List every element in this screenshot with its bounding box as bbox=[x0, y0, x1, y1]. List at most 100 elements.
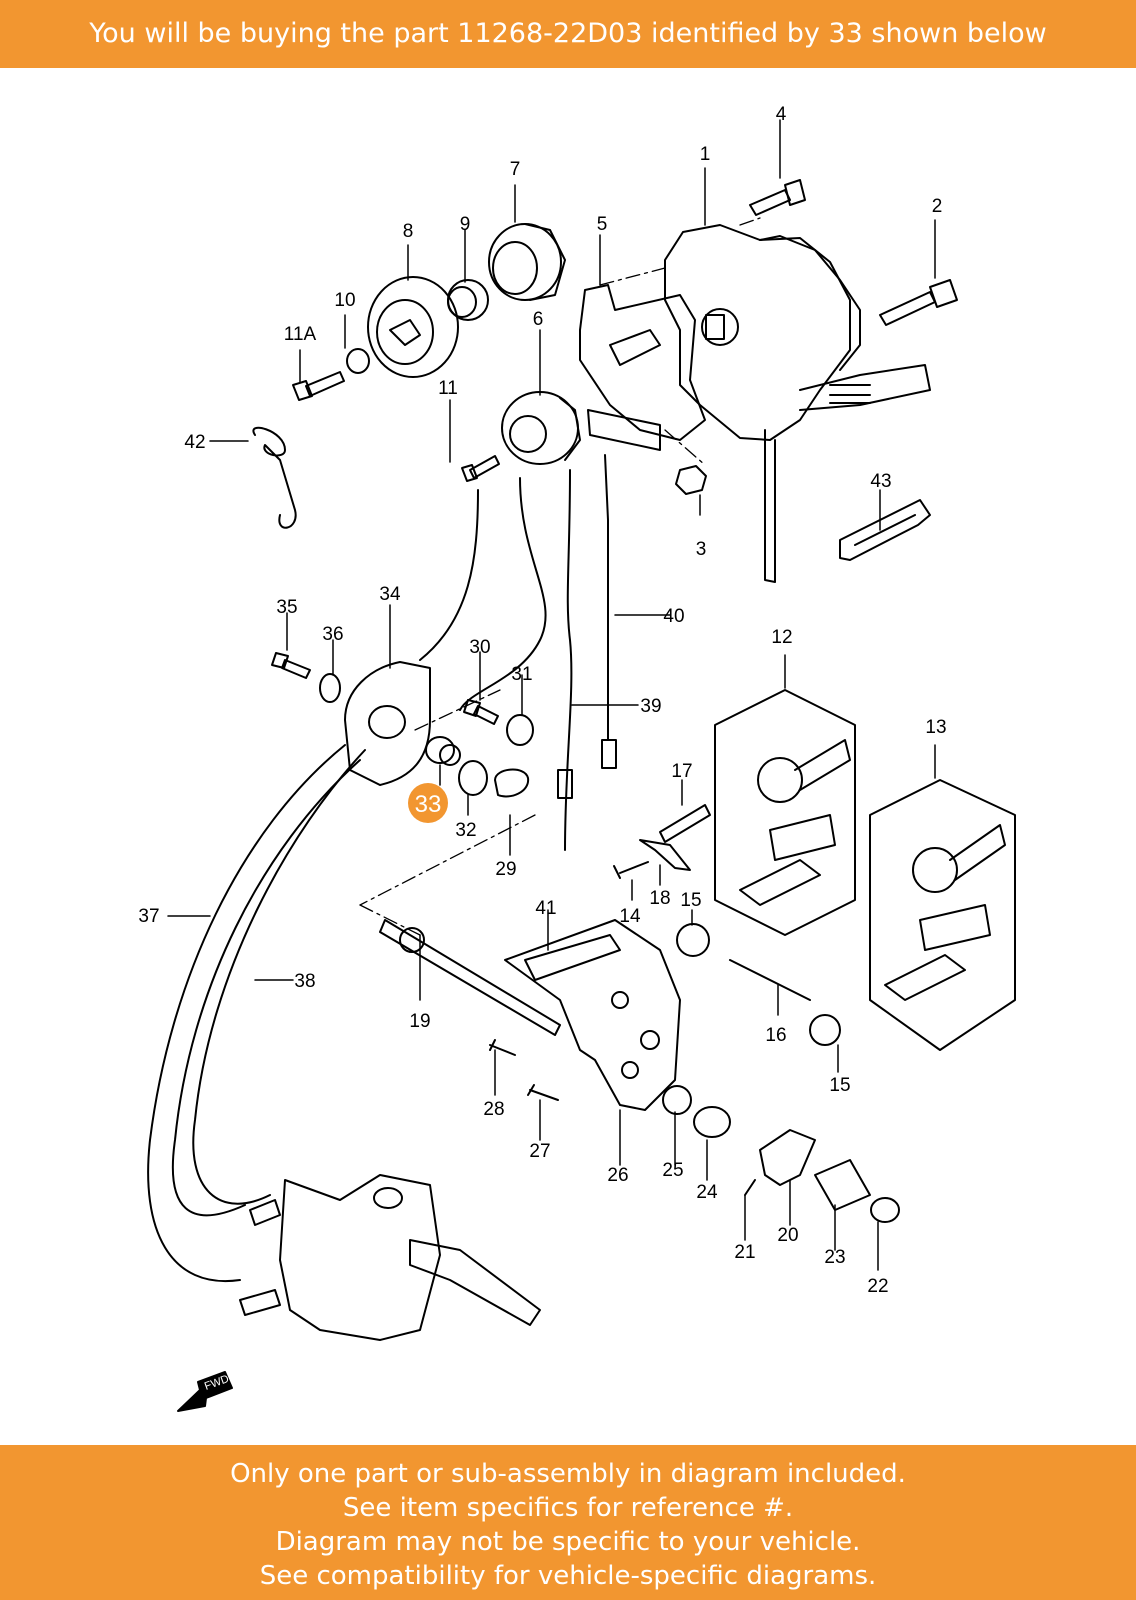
bolt-part bbox=[463, 699, 499, 725]
washer-part bbox=[506, 714, 534, 746]
callout-label: 19 bbox=[409, 1011, 430, 1032]
washer-part bbox=[319, 673, 341, 703]
highlight-callout: 33 bbox=[408, 783, 448, 823]
bottom-banner: Only one part or sub-assembly in diagram… bbox=[0, 1445, 1136, 1600]
plate-part bbox=[494, 768, 530, 798]
callout-label: 39 bbox=[640, 696, 661, 717]
switch-kit-box bbox=[714, 689, 856, 936]
clamp-part bbox=[839, 499, 931, 561]
callout-label: 35 bbox=[276, 597, 297, 618]
footer-line: Only one part or sub-assembly in diagram… bbox=[230, 1459, 906, 1489]
nut-part bbox=[675, 465, 707, 495]
callout-label: 24 bbox=[696, 1182, 718, 1203]
control-body-part bbox=[664, 224, 931, 583]
callout-label: 20 bbox=[777, 1225, 798, 1246]
callout-label: 15 bbox=[680, 890, 701, 911]
highlighted-collar-part bbox=[425, 736, 461, 766]
callout-label: 12 bbox=[771, 627, 792, 648]
callout-label: 17 bbox=[671, 761, 692, 782]
bolt-part bbox=[271, 652, 311, 679]
callout-label: 11 bbox=[438, 378, 458, 399]
cap-part bbox=[693, 1106, 731, 1138]
control-base-part bbox=[239, 1174, 541, 1341]
highlight-circle bbox=[408, 783, 448, 823]
callout-label: 14 bbox=[619, 906, 641, 927]
footer-line: See compatibility for vehicle-specific d… bbox=[259, 1561, 877, 1591]
clip-part bbox=[252, 426, 297, 529]
bracket-plate-part bbox=[579, 284, 706, 451]
callout-label: 7 bbox=[510, 159, 521, 180]
parts-diagram: 1 2 3 4 5 6 7 8 9 10 11 11A 12 13 14 15 … bbox=[138, 104, 1016, 1412]
bolt-part bbox=[461, 455, 500, 482]
callout-label: 15 bbox=[829, 1075, 850, 1096]
callout-label: 28 bbox=[483, 1099, 504, 1120]
switch-kit-box bbox=[869, 779, 1016, 1051]
cable-part bbox=[147, 744, 366, 1283]
callout-label: 31 bbox=[511, 664, 532, 685]
callout-label: 21 bbox=[734, 1242, 755, 1263]
knuckle-part bbox=[759, 1129, 816, 1186]
collar-part bbox=[346, 348, 370, 374]
callout-label: 22 bbox=[867, 1276, 888, 1297]
callout-label: 41 bbox=[535, 898, 556, 919]
callout-label: 3 bbox=[696, 539, 707, 560]
callout-label: 27 bbox=[529, 1141, 550, 1162]
callout-label: 9 bbox=[460, 214, 471, 235]
screw-part bbox=[527, 1084, 559, 1101]
callout-label: 1 bbox=[700, 144, 711, 165]
callout-label: 8 bbox=[403, 221, 414, 242]
callout-label: 5 bbox=[597, 214, 608, 235]
screw-part bbox=[489, 1039, 516, 1056]
banner-text: You will be buying the part 11268-22D03 … bbox=[89, 18, 1047, 49]
callout-label: 42 bbox=[184, 432, 205, 453]
callout-label: 16 bbox=[765, 1025, 786, 1046]
leader-lines bbox=[167, 119, 936, 1271]
screw-part bbox=[744, 1179, 756, 1196]
callout-label: 32 bbox=[455, 820, 476, 841]
callout-label: 36 bbox=[322, 624, 343, 645]
spring-part bbox=[447, 279, 489, 321]
callout-label: 4 bbox=[776, 104, 787, 125]
cam-part bbox=[501, 391, 581, 465]
callout-label: 6 bbox=[533, 309, 544, 330]
shaft-part bbox=[379, 919, 561, 1036]
spring-part bbox=[659, 804, 711, 843]
callout-label: 26 bbox=[607, 1165, 628, 1186]
ring-part bbox=[488, 223, 566, 301]
lever-plate-part bbox=[344, 661, 431, 786]
bushing-part bbox=[676, 923, 710, 957]
cable-part bbox=[419, 454, 617, 851]
bolt-part bbox=[749, 179, 958, 326]
pulley-part bbox=[367, 276, 459, 378]
footer-line: Diagram may not be specific to your vehi… bbox=[275, 1527, 861, 1557]
top-banner: You will be buying the part 11268-22D03 … bbox=[0, 0, 1136, 68]
callout-label: 25 bbox=[662, 1160, 683, 1181]
pin-part bbox=[729, 959, 811, 1001]
callout-label: 37 bbox=[138, 906, 159, 927]
callout-label: 11A bbox=[284, 324, 317, 345]
callout-label: 18 bbox=[649, 888, 670, 909]
spring-part bbox=[458, 760, 488, 796]
callout-label: 40 bbox=[663, 606, 684, 627]
callout-labels: 1 2 3 4 5 6 7 8 9 10 11 11A 12 13 14 15 … bbox=[138, 104, 946, 1297]
bolt-part bbox=[292, 371, 345, 401]
callout-label: 29 bbox=[495, 859, 516, 880]
callout-label: 34 bbox=[379, 584, 401, 605]
callout-label: 2 bbox=[932, 196, 943, 217]
callout-label: 43 bbox=[870, 471, 891, 492]
highlight-label: 33 bbox=[415, 791, 442, 818]
sleeve-part bbox=[814, 1159, 871, 1211]
bracket-part bbox=[639, 839, 691, 871]
bracket-part bbox=[504, 919, 681, 1111]
screw-part bbox=[613, 861, 649, 879]
callout-label: 38 bbox=[294, 971, 315, 992]
callout-label: 10 bbox=[334, 290, 355, 311]
bushing-part bbox=[870, 1197, 900, 1223]
bushing-part bbox=[809, 1014, 841, 1046]
alignment-lines bbox=[359, 217, 761, 936]
callout-label: 23 bbox=[824, 1247, 845, 1268]
footer-line: See item specifics for reference #. bbox=[342, 1493, 794, 1523]
nut-part bbox=[662, 1085, 692, 1115]
fwd-arrow-icon bbox=[177, 1371, 233, 1412]
callout-label: 13 bbox=[925, 717, 946, 738]
